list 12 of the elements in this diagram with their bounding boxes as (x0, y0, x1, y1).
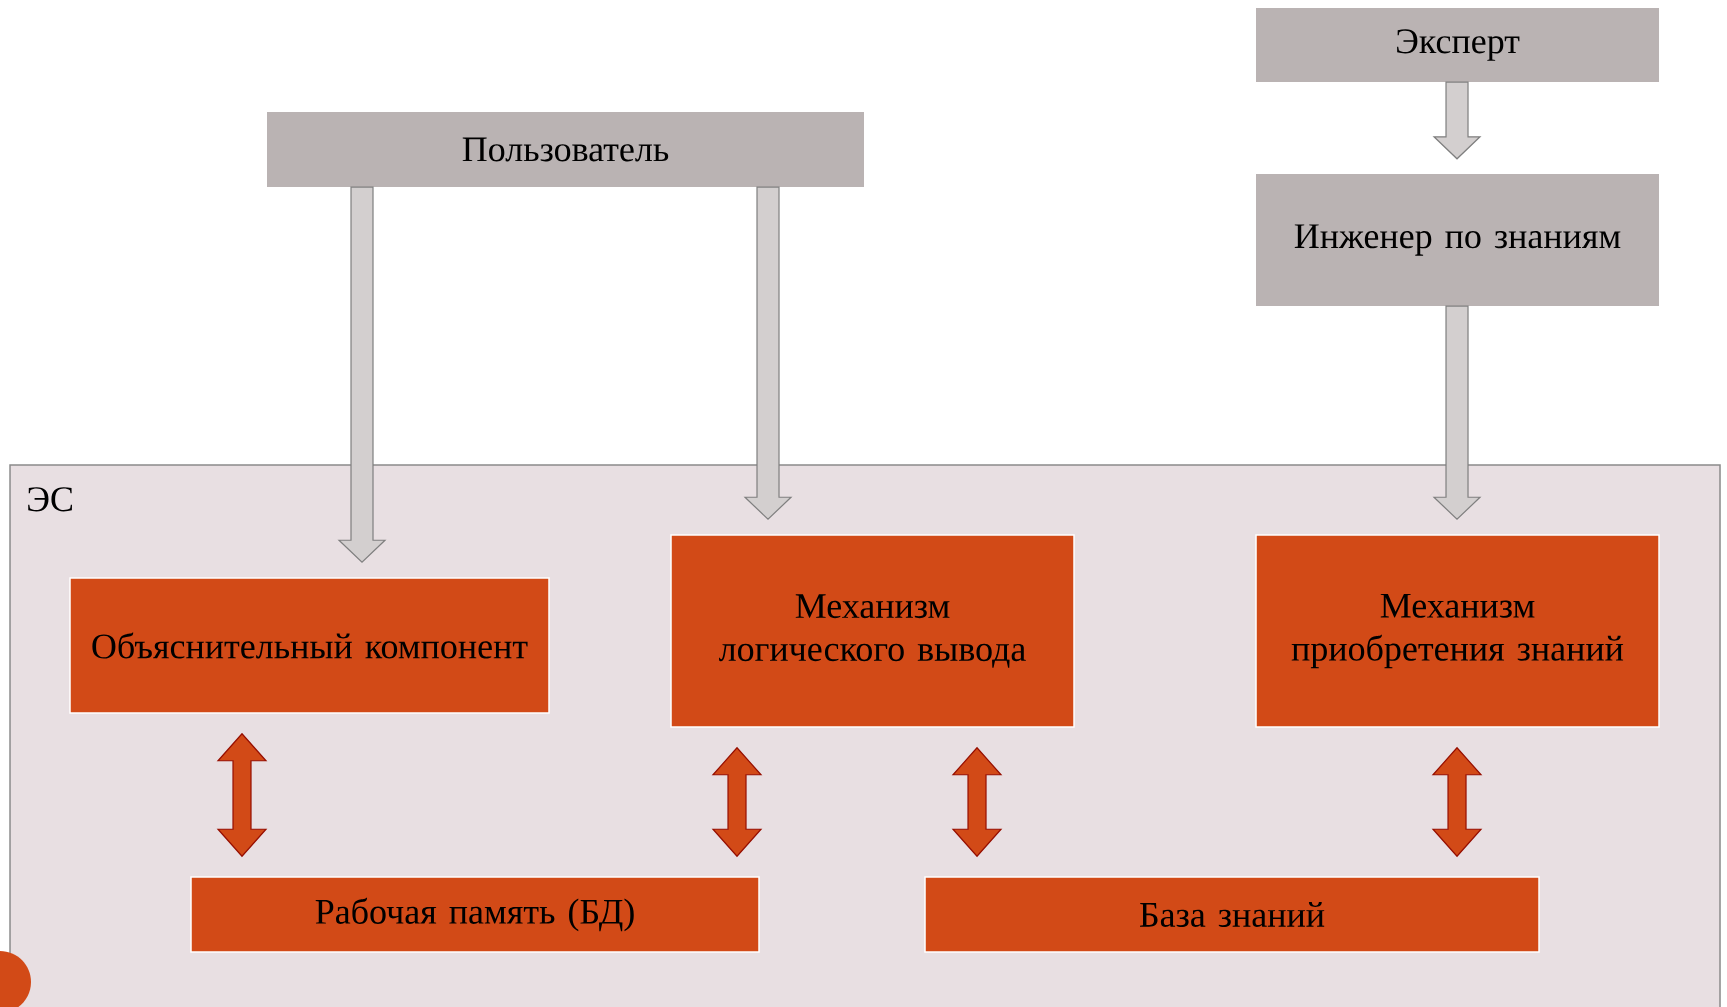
process-box: Рабочая память (БД) (190, 876, 760, 953)
actor-box: Пользователь (267, 112, 864, 187)
process-box: База знаний (924, 876, 1540, 953)
process-box: Объяснительный компонент (69, 577, 550, 714)
block-arrow (1432, 305, 1482, 521)
block-arrow (1432, 81, 1482, 160)
actor-box: Эксперт (1256, 8, 1659, 82)
process-box: Механизм приобретения знаний (1255, 534, 1660, 728)
actor-box: Инженер по знаниям (1256, 174, 1659, 306)
block-arrow (337, 186, 387, 564)
block-arrow (743, 186, 793, 521)
process-box: Механизм логического вывода (670, 534, 1075, 728)
